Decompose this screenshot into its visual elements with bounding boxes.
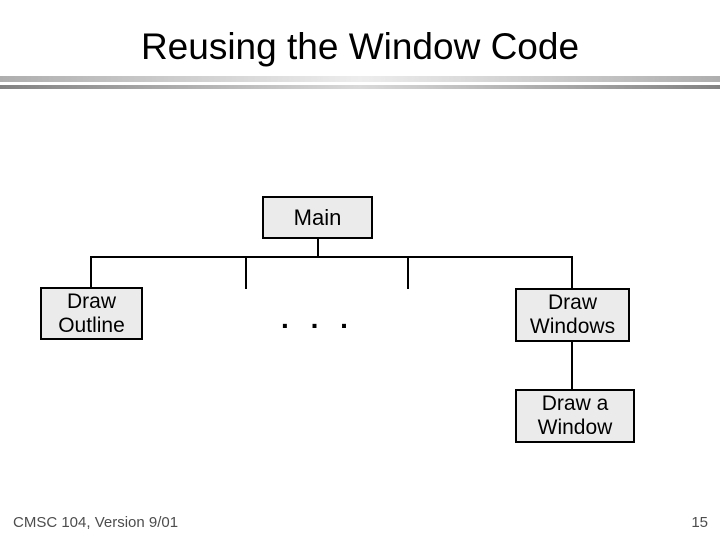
ellipsis-label: . . . <box>281 303 355 334</box>
connector-to-draw-a-window <box>571 342 573 389</box>
diagram-node-draw-windows: Draw Windows <box>515 288 630 342</box>
diagram-node-draw-a-window: Draw a Window <box>515 389 635 443</box>
connector-to-draw-windows <box>571 256 573 288</box>
node-draw-a-window-label-line2: Window <box>537 416 613 439</box>
node-draw-windows-label-line2: Windows <box>529 315 616 338</box>
node-draw-windows-label-line1: Draw <box>547 291 597 314</box>
diagram-node-draw-outline: Draw Outline <box>40 287 143 340</box>
node-draw-a-window-label-line1: Draw a <box>541 392 609 415</box>
node-draw-outline-label-line1: Draw <box>66 289 116 313</box>
connector-to-draw-outline <box>90 256 92 287</box>
title-divider-bottom-bar <box>0 85 720 89</box>
footer-text: CMSC 104, Version 9/01 <box>13 514 179 531</box>
page-number: 15 <box>691 514 708 531</box>
connector-stub-right <box>407 256 409 289</box>
title-divider-top-bar <box>0 76 720 82</box>
diagram-node-main: Main <box>262 196 373 239</box>
slide-title: Reusing the Window Code <box>140 26 580 67</box>
connector-main-stub <box>317 239 319 257</box>
connector-horizontal-rail <box>90 256 573 258</box>
node-draw-outline-label-line2: Outline <box>58 313 125 337</box>
connector-stub-left <box>245 256 247 289</box>
node-main-label: Main <box>293 204 342 230</box>
